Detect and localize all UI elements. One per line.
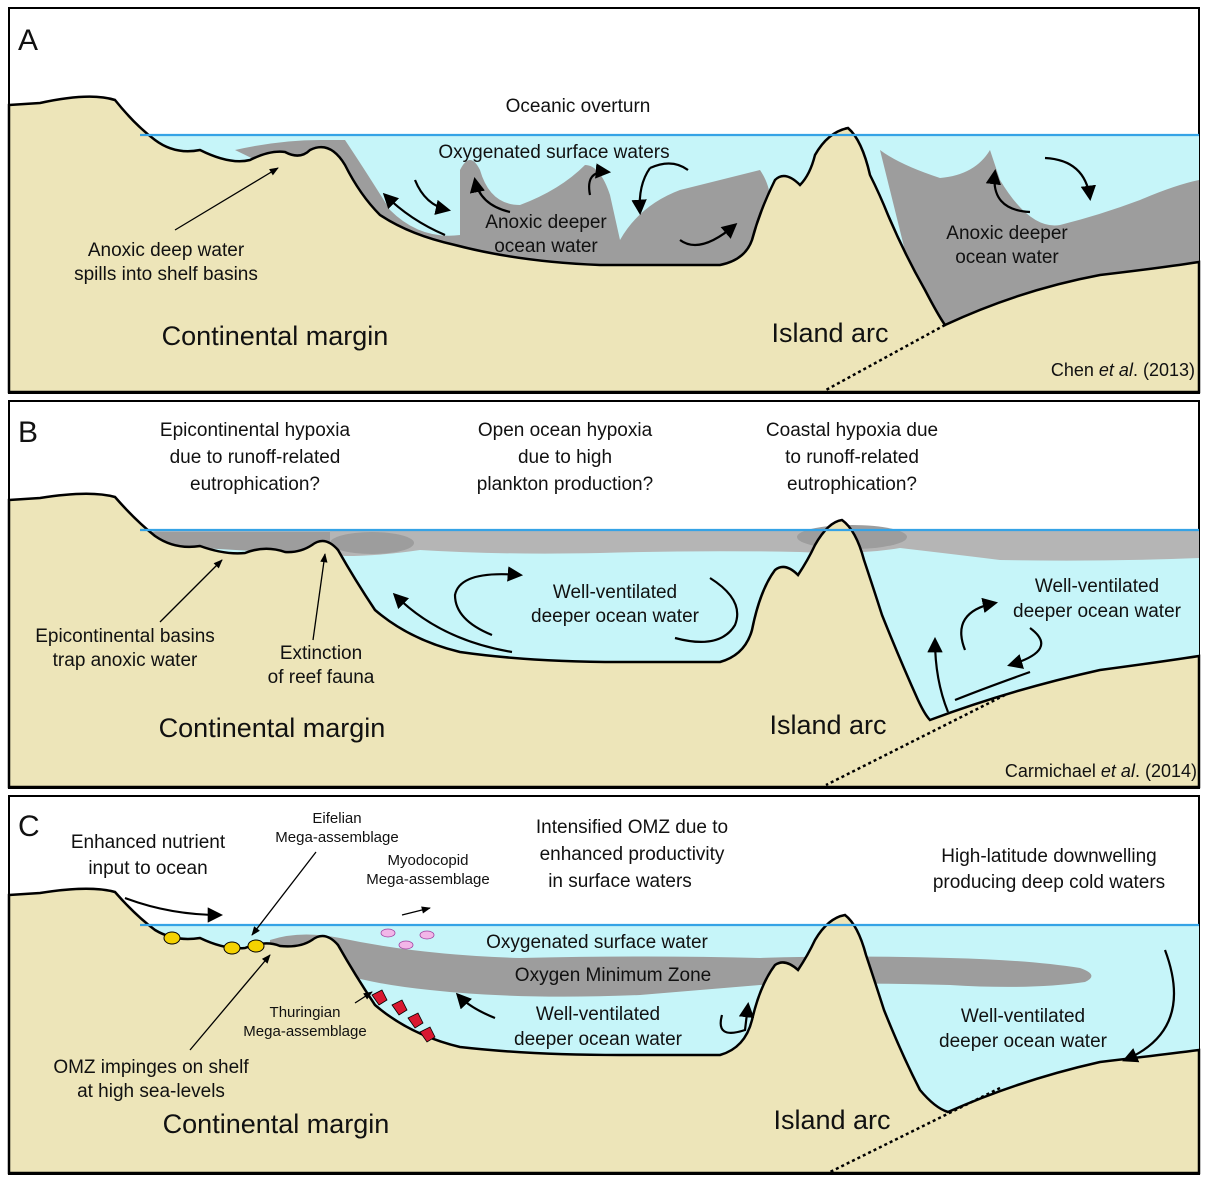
panel-c-thuringian-line1: Thuringian <box>270 1004 341 1021</box>
panel-a-anoxic-mid-line1: Anoxic deeper <box>485 212 607 233</box>
panel-b-letter: B <box>18 416 38 449</box>
panel-b-heading2-line1: Open ocean hypoxia <box>478 420 653 441</box>
yellow-ostracod-icon <box>224 942 240 954</box>
pink-ostracod-icon <box>420 931 434 939</box>
panel-c: C Enhanced nutrient input to ocean Eifel… <box>9 796 1199 1174</box>
yellow-ostracod-icon <box>164 932 180 944</box>
panel-c-omz-heading-line2: enhanced productivity <box>540 844 725 865</box>
panel-c-nutrient-line2: input to ocean <box>88 858 207 879</box>
panel-b-mid-label-line2: deeper ocean water <box>531 606 700 627</box>
panel-c-continental-label: Continental margin <box>163 1109 390 1139</box>
panel-c-surface-label: Oxygenated surface water <box>486 932 708 953</box>
panel-a-citation: Chen et al. (2013) <box>1051 360 1195 380</box>
panel-c-downwelling-line1: High-latitude downwelling <box>941 846 1156 867</box>
panel-a-island-label: Island arc <box>771 318 888 348</box>
panel-c-mid-label-line2: deeper ocean water <box>514 1029 683 1050</box>
panel-a-spill-line1: Anoxic deep water <box>88 240 245 261</box>
panel-b-epicontinental-hypoxia <box>330 532 414 554</box>
panel-c-right-label-line2: deeper ocean water <box>939 1031 1108 1052</box>
panel-a-anoxic-mid-line2: ocean water <box>494 236 598 257</box>
panel-c-letter: C <box>18 810 40 843</box>
panel-a-spill-line2: spills into shelf basins <box>74 264 258 285</box>
panel-b: B Epicontinental hypoxia due to runoff-r… <box>9 401 1199 788</box>
panel-b-right-label-line2: deeper ocean water <box>1013 601 1182 622</box>
panel-b-heading2-line2: due to high <box>518 447 612 468</box>
panel-a-anoxic-right-line2: ocean water <box>955 247 1059 268</box>
panel-b-heading1-line2: due to runoff-related <box>170 447 341 468</box>
panel-b-right-label-line1: Well-ventilated <box>1035 576 1159 597</box>
panel-b-heading3-line3: eutrophication? <box>787 474 917 495</box>
panel-b-heading1-line3: eutrophication? <box>190 474 320 495</box>
panel-b-continental-label: Continental margin <box>159 713 386 743</box>
panel-c-island-label: Island arc <box>773 1105 890 1135</box>
yellow-ostracod-icon <box>248 940 264 952</box>
panel-b-extinction-line2: of reef fauna <box>268 667 375 688</box>
panel-b-basins-line2: trap anoxic water <box>53 650 198 671</box>
panel-c-downwelling-line2: producing deep cold waters <box>933 872 1165 893</box>
panel-c-right-label-line1: Well-ventilated <box>961 1006 1085 1027</box>
panel-b-basins-line1: Epicontinental basins <box>35 626 215 647</box>
pink-ostracod-icon <box>399 941 413 949</box>
panel-a-continental-label: Continental margin <box>162 321 389 351</box>
panel-b-heading1-line1: Epicontinental hypoxia <box>160 420 351 441</box>
panel-b-island-label: Island arc <box>769 710 886 740</box>
panel-a-surface-label: Oxygenated surface waters <box>438 142 669 163</box>
panel-c-thuringian-line2: Mega-assemblage <box>243 1023 366 1040</box>
panel-b-heading3-line1: Coastal hypoxia due <box>766 420 938 441</box>
panel-c-omz-label: Oxygen Minimum Zone <box>515 965 711 986</box>
panel-a-anoxic-right-line1: Anoxic deeper <box>946 223 1068 244</box>
panel-c-nutrient-line1: Enhanced nutrient <box>71 832 226 853</box>
panel-c-eifelian-line1: Eifelian <box>312 810 361 827</box>
panel-c-impinge-line1: OMZ impinges on shelf <box>53 1057 249 1078</box>
panel-b-extinction-line1: Extinction <box>280 643 362 664</box>
panel-b-heading2-line3: plankton production? <box>477 474 653 495</box>
pink-ostracod-icon <box>381 929 395 937</box>
panel-c-omz-heading-line1: Intensified OMZ due to <box>536 817 728 838</box>
panel-c-myodocopid-line2: Mega-assemblage <box>366 871 489 888</box>
panel-b-heading3-line2: to runoff-related <box>785 447 919 468</box>
panel-a: A Oceanic overturn Oxygenated surface wa… <box>9 8 1199 393</box>
panel-c-omz-heading-line3: in surface waters <box>548 871 692 892</box>
panel-b-citation: Carmichael et al. (2014) <box>1005 761 1197 781</box>
panel-b-mid-label-line1: Well-ventilated <box>553 582 677 603</box>
panel-c-eifelian-line2: Mega-assemblage <box>275 829 398 846</box>
panel-c-impinge-line2: at high sea-levels <box>77 1081 225 1102</box>
panel-c-mid-label-line1: Well-ventilated <box>536 1004 660 1025</box>
panel-a-title: Oceanic overturn <box>506 96 651 117</box>
panel-c-myodocopid-line1: Myodocopid <box>388 852 469 869</box>
panel-a-letter: A <box>18 24 38 57</box>
